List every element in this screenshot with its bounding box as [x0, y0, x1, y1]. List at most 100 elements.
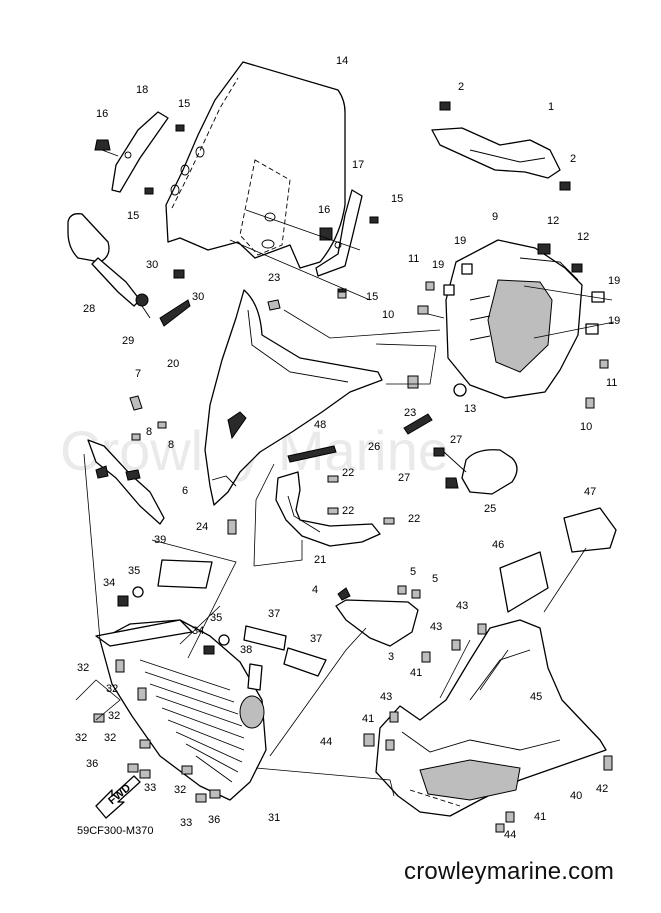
callout-number-46: 46 [492, 539, 504, 551]
callout-number-17: 17 [352, 159, 364, 171]
callout-number-37: 37 [310, 633, 322, 645]
callout-number-14: 14 [336, 55, 348, 67]
callout-number-44: 44 [320, 736, 332, 748]
callout-number-47: 47 [584, 486, 596, 498]
under-cowl-part [375, 619, 607, 817]
bolt-part [117, 595, 129, 607]
callout-number-19: 19 [454, 235, 466, 247]
callout-number-23: 23 [404, 407, 416, 419]
bolt-part [173, 269, 185, 279]
callout-number-11: 11 [408, 253, 419, 265]
side-fairing-part [335, 587, 419, 647]
inner-panel-part [275, 471, 381, 547]
callout-numbers: 1223455678891010111112121314151515151616… [75, 55, 620, 841]
callout-number-10: 10 [580, 421, 592, 433]
bracket-left-part [111, 111, 169, 193]
side-panel-part [563, 507, 617, 553]
callout-number-45: 45 [530, 691, 542, 703]
callout-number-35: 35 [128, 565, 140, 577]
site-footer: crowleymarine.com [404, 858, 615, 885]
callout-number-33: 33 [144, 782, 156, 794]
callout-number-32: 32 [108, 710, 120, 722]
callout-number-31: 31 [268, 812, 280, 824]
callout-number-34: 34 [192, 625, 204, 637]
emblem-label-part [287, 445, 337, 463]
callout-number-7: 7 [135, 368, 141, 380]
callout-number-8: 8 [146, 426, 152, 438]
callout-number-11: 11 [606, 377, 617, 389]
callout-number-32: 32 [106, 683, 118, 695]
callout-number-36: 36 [86, 758, 98, 770]
callout-number-15: 15 [127, 210, 139, 222]
callout-number-25: 25 [484, 503, 496, 515]
callout-number-23: 23 [268, 272, 280, 284]
foam-pad-part [243, 625, 287, 651]
callout-number-28: 28 [83, 303, 95, 315]
callout-number-15: 15 [178, 98, 190, 110]
callout-number-35: 35 [210, 612, 222, 624]
callout-number-41: 41 [362, 713, 374, 725]
callout-number-44: 44 [504, 829, 516, 841]
callout-number-39: 39 [154, 534, 166, 546]
callout-number-16: 16 [318, 204, 330, 216]
callout-number-36: 36 [208, 814, 220, 826]
callout-number-37: 37 [268, 608, 280, 620]
side-panel-part [499, 551, 549, 613]
callout-number-33: 33 [180, 817, 192, 829]
callout-number-32: 32 [104, 732, 116, 744]
mirror-right-part [403, 413, 518, 495]
washer-part [218, 634, 230, 646]
grille-assembly-part [95, 619, 267, 801]
callout-number-2: 2 [570, 153, 576, 165]
callout-number-4: 4 [312, 584, 318, 596]
reference-lines [75, 209, 615, 797]
foam-pad-part [283, 647, 327, 677]
callout-number-48: 48 [314, 419, 326, 431]
callout-number-5: 5 [432, 573, 438, 585]
callout-number-15: 15 [366, 291, 378, 303]
callout-number-27: 27 [398, 472, 410, 484]
callout-number-12: 12 [577, 231, 589, 243]
callout-number-24: 24 [196, 521, 208, 533]
callout-number-40: 40 [570, 790, 582, 802]
callout-number-32: 32 [75, 732, 87, 744]
bolt-part [203, 645, 215, 655]
fastener-set [93, 281, 613, 833]
callout-number-2: 2 [458, 81, 464, 93]
callout-number-38: 38 [240, 644, 252, 656]
callout-number-43: 43 [456, 600, 468, 612]
callout-number-18: 18 [136, 84, 148, 96]
top-cover-part [431, 101, 571, 191]
callout-number-12: 12 [547, 215, 559, 227]
callout-number-22: 22 [408, 513, 420, 525]
callout-number-30: 30 [192, 291, 204, 303]
callout-number-9: 9 [492, 211, 498, 223]
foam-pad-part [157, 559, 213, 589]
callout-number-19: 19 [608, 275, 620, 287]
forward-direction-arrow: FWD [95, 775, 141, 819]
callout-number-30: 30 [146, 259, 158, 271]
callout-number-41: 41 [410, 667, 422, 679]
instrument-panel-part [443, 239, 605, 399]
callout-number-20: 20 [167, 358, 179, 370]
callout-number-10: 10 [382, 309, 394, 321]
callout-number-3: 3 [388, 651, 394, 663]
diagram-code: 59CF300-M370 [77, 825, 154, 837]
windshield-part [165, 61, 346, 269]
callout-number-42: 42 [596, 783, 608, 795]
callout-number-15: 15 [391, 193, 403, 205]
mirror-left-part [67, 213, 151, 319]
callout-number-32: 32 [77, 662, 89, 674]
callout-number-13: 13 [464, 403, 476, 415]
washer-part [132, 586, 144, 598]
callout-number-27: 27 [450, 434, 462, 446]
callout-number-43: 43 [380, 691, 392, 703]
callout-number-5: 5 [410, 566, 416, 578]
callout-number-22: 22 [342, 505, 354, 517]
callout-number-26: 26 [368, 441, 380, 453]
callout-number-19: 19 [608, 315, 620, 327]
callout-number-29: 29 [122, 335, 134, 347]
callout-number-8: 8 [168, 439, 174, 451]
